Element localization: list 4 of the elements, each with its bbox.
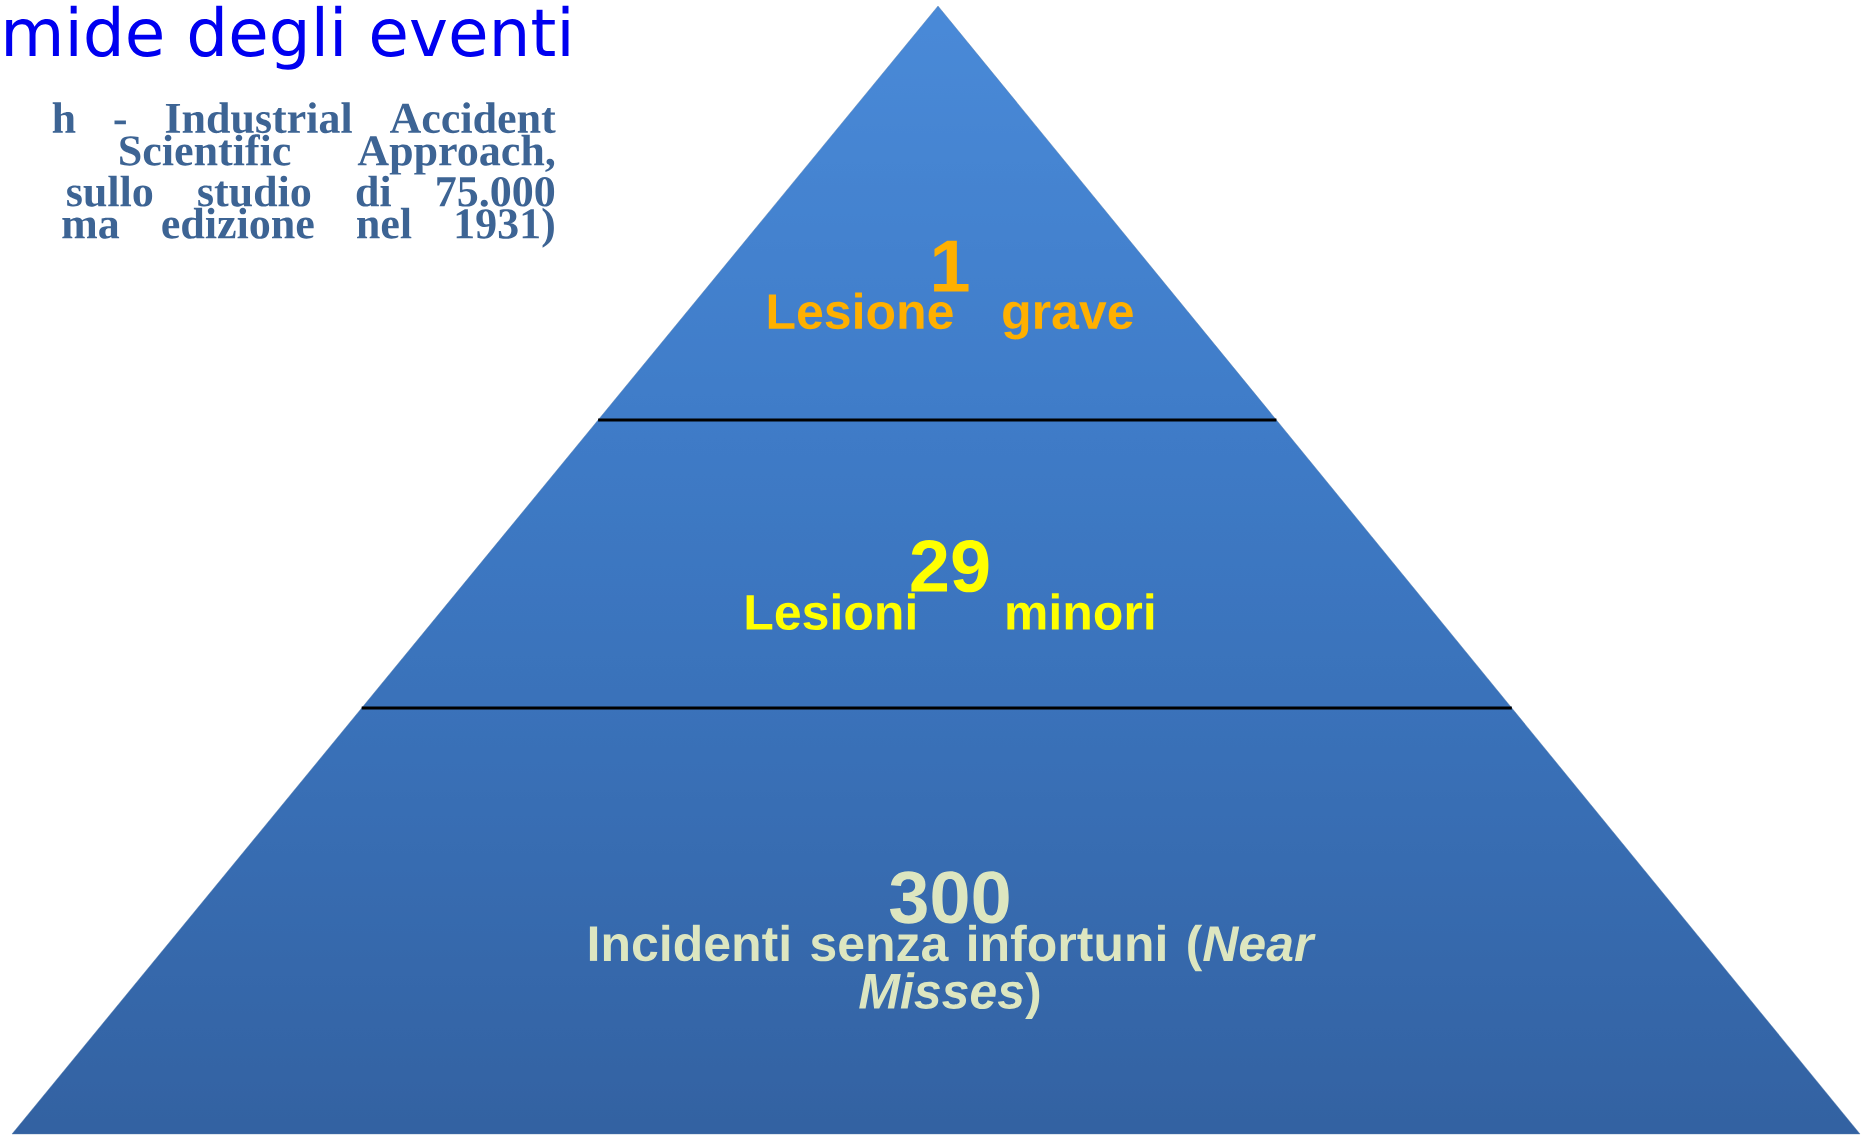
title: mide degli eventi [6,5,569,70]
pyramid-band: 29 Lesioni minori [361,418,1512,709]
pyramid-band: 1 Lesione grave [597,5,1277,421]
citation-text: h - Industrial Accident Scientific Approach, sullo studio di 75.000 ma edizione nel 1931) [52,102,556,248]
